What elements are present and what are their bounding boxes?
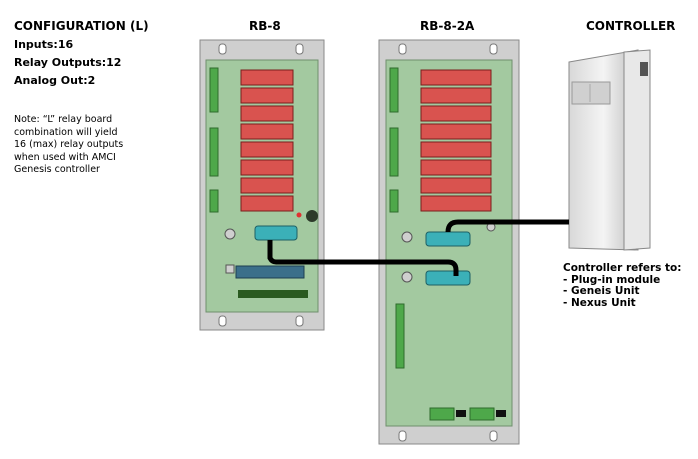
cable-rb8-to-rb82a xyxy=(267,240,459,276)
inputs-spec: Inputs:16 xyxy=(14,38,74,51)
cables xyxy=(267,219,569,276)
note-line: 16 (max) relay outputs xyxy=(14,139,124,150)
relay-indicator xyxy=(306,210,318,222)
screw-terminal xyxy=(401,271,413,283)
screw-terminal xyxy=(401,231,413,243)
screw-terminal xyxy=(225,264,235,274)
db-connector xyxy=(425,231,471,247)
relay xyxy=(420,69,492,86)
db-connector xyxy=(425,270,471,286)
relay xyxy=(240,69,294,86)
relay xyxy=(420,141,492,158)
rb8-connector xyxy=(254,225,298,241)
rb82a-title: RB-8-2A xyxy=(420,19,475,33)
note-line: Genesis controller xyxy=(14,164,100,175)
relay xyxy=(420,123,492,140)
relay xyxy=(240,177,294,194)
relay xyxy=(420,195,492,212)
relay xyxy=(240,159,294,176)
db-connector xyxy=(254,225,298,241)
configuration-title: CONFIGURATION (L) xyxy=(14,19,149,33)
controller-module xyxy=(568,49,651,251)
relay xyxy=(420,177,492,194)
relay xyxy=(420,105,492,122)
relay xyxy=(240,123,294,140)
note-line: when used with AMCI xyxy=(14,151,116,163)
rb82a-relays xyxy=(401,69,496,283)
relay-outputs-spec: Relay Outputs:12 xyxy=(14,56,122,69)
relay xyxy=(240,195,294,212)
note-line: Note: “L” relay board xyxy=(14,114,113,125)
controller-reference-item: - Geneis Unit xyxy=(563,285,640,297)
rb8-title: RB-8 xyxy=(249,19,281,33)
rb8-relays xyxy=(224,69,318,298)
analog-out-spec: Analog Out:2 xyxy=(14,74,96,87)
relay xyxy=(420,87,492,104)
relay xyxy=(420,159,492,176)
screw-terminal xyxy=(224,228,236,240)
ribbon-header xyxy=(235,265,305,279)
relay xyxy=(240,87,294,104)
controller-title: CONTROLLER xyxy=(586,19,676,33)
cable-rb82a-to-controller xyxy=(445,219,569,233)
note-text: Note: “L” relay board combination will y… xyxy=(14,114,123,177)
controller-reference-item: - Nexus Unit xyxy=(563,296,636,309)
status-led xyxy=(296,212,302,218)
controller-reference-title: Controller refers to: xyxy=(563,262,682,274)
controller-reference: Controller refers to: - Plug-in module -… xyxy=(563,262,682,309)
note-line: combination will yield xyxy=(14,126,118,138)
relay xyxy=(240,105,294,122)
input-terminal-strip xyxy=(238,290,308,298)
controller-reference-item: - Plug-in module xyxy=(563,273,661,286)
relay xyxy=(240,141,294,158)
rb82a-connectors xyxy=(425,231,471,286)
